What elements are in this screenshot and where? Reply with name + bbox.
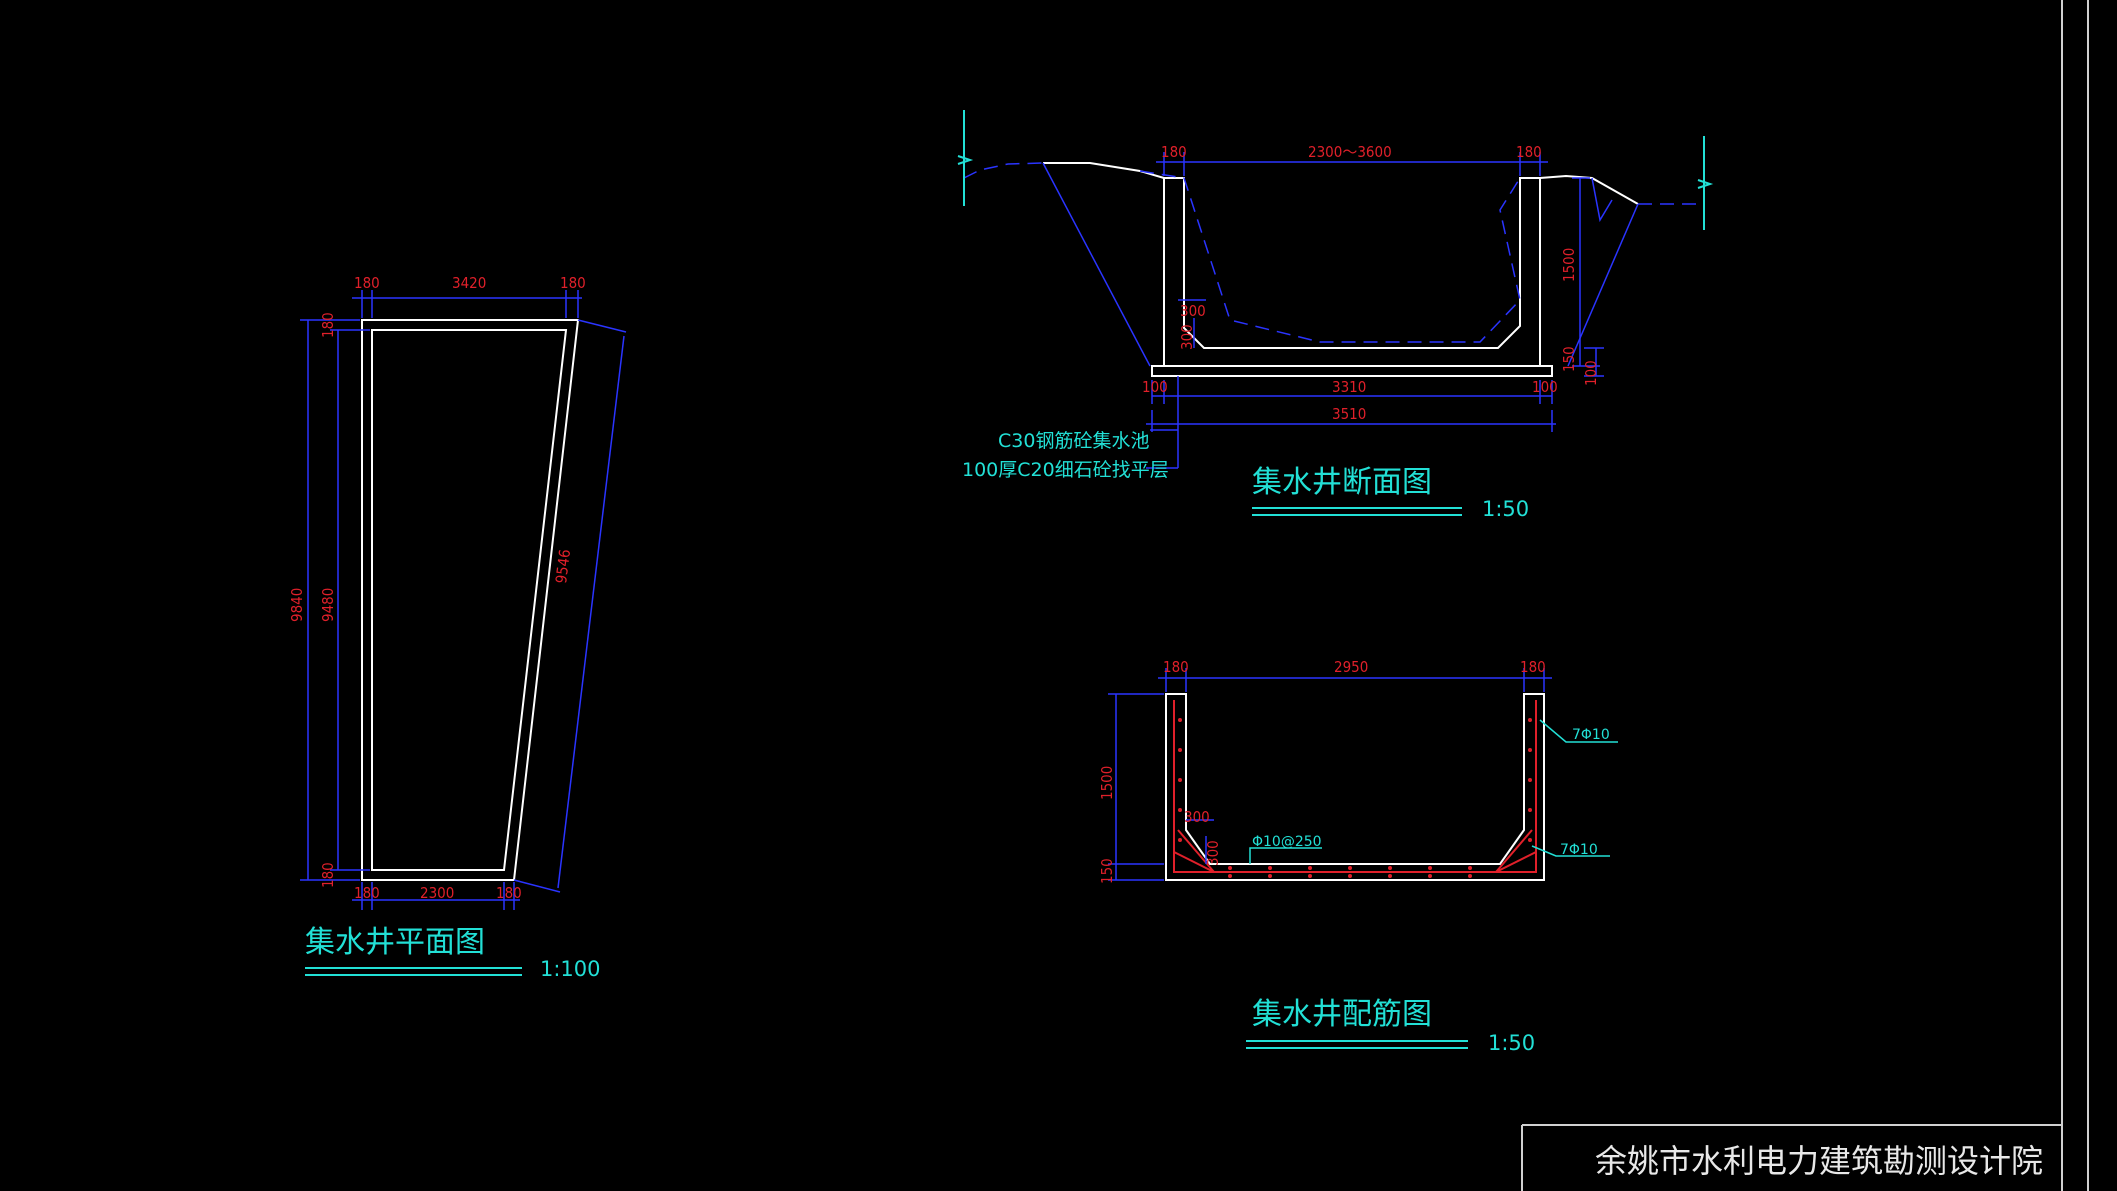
section-dim-top-right-wall: 180	[1516, 143, 1542, 161]
plan-view-scale: 1:100	[540, 957, 601, 981]
section-view-scale: 1:50	[1482, 497, 1529, 521]
plan-dim-slant-length: 9546	[552, 548, 574, 584]
plan-outer-outline	[361, 319, 580, 881]
plan-dim-top-right-wall: 180	[560, 274, 586, 292]
section-dim-bottom-left: 100	[1142, 378, 1168, 396]
section-excavation-lines	[963, 162, 1700, 367]
rebar-dots	[1178, 718, 1532, 878]
rebar-dimension-lines	[1108, 668, 1552, 881]
section-dimension-lines	[1146, 152, 1604, 469]
section-ground-right	[1539, 174, 1639, 205]
rebar-dim-top-left-wall: 180	[1163, 658, 1189, 676]
section-dim-top-left-wall: 180	[1161, 143, 1187, 161]
plan-dim-left-top-wall: 180	[319, 312, 337, 338]
section-dim-height: 1500	[1560, 248, 1578, 282]
plan-view-title: 集水井平面图	[305, 925, 485, 960]
section-note-cushion: 100厚C20细石砼找平层	[962, 459, 1169, 481]
rebar-view: 180 2950 180 1500 150 300 300 7Φ10 Φ10@2…	[1098, 658, 1618, 1055]
plan-dim-top-left-wall: 180	[354, 274, 380, 292]
plan-dim-bottom-span: 2300	[420, 884, 454, 902]
rebar-label-corner-bars: 7Φ10	[1560, 842, 1598, 858]
section-break-markers	[957, 110, 1714, 230]
plan-view: 180 3420 180 180 2300 180 180 9840 9480 …	[288, 274, 627, 981]
plan-inner-outline	[371, 329, 568, 871]
rebar-view-scale: 1:50	[1488, 1031, 1535, 1055]
section-view: 180 2300～3600 180 1500 150 100 300 300 1…	[957, 110, 1714, 521]
plan-dim-bottom-left-wall: 180	[354, 884, 380, 902]
drawing-frame	[1521, 0, 2089, 1191]
plan-dimension-lines	[300, 290, 627, 910]
rebar-dim-haunch-width: 300	[1184, 808, 1210, 826]
section-dim-bottom-total: 3510	[1332, 405, 1366, 423]
rebar-label-base-bars: Φ10@250	[1252, 834, 1322, 850]
plan-dim-overall-length: 9840	[288, 588, 306, 622]
section-dim-haunch-width: 300	[1180, 302, 1206, 320]
rebar-dim-height: 1500	[1098, 766, 1116, 800]
rebar-structure-outline	[1165, 693, 1545, 881]
section-dim-cushion-thickness: 100	[1582, 360, 1600, 386]
section-dim-top-span: 2300～3600	[1308, 143, 1392, 161]
rebar-leaders	[1249, 719, 1618, 864]
section-dim-haunch-height: 300	[1178, 324, 1196, 350]
plan-dim-left-bottom-wall: 180	[319, 862, 337, 888]
rebar-dim-base: 150	[1098, 858, 1116, 884]
section-dim-bottom-right: 100	[1532, 378, 1558, 396]
section-dim-base-thickness: 150	[1560, 346, 1578, 372]
rebar-label-wall-bars: 7Φ10	[1572, 727, 1610, 743]
organization-name: 余姚市水利电力建筑勘测设计院	[1595, 1142, 2043, 1180]
plan-dim-inner-length: 9480	[319, 588, 337, 622]
plan-dim-bottom-right-wall: 180	[496, 884, 522, 902]
section-note-concrete: C30钢筋砼集水池	[998, 430, 1149, 452]
rebar-dim-top-span: 2950	[1334, 658, 1368, 676]
rebar-bars	[1173, 700, 1537, 873]
rebar-view-title: 集水井配筋图	[1252, 997, 1432, 1032]
section-view-title: 集水井断面图	[1252, 465, 1432, 500]
plan-dim-top-span: 3420	[452, 274, 486, 292]
section-dim-bottom-mid: 3310	[1332, 378, 1366, 396]
rebar-dim-haunch-height: 300	[1204, 840, 1222, 866]
section-cushion-layer	[1151, 365, 1553, 377]
section-ground-left	[1043, 162, 1165, 179]
rebar-dim-top-right-wall: 180	[1520, 658, 1546, 676]
